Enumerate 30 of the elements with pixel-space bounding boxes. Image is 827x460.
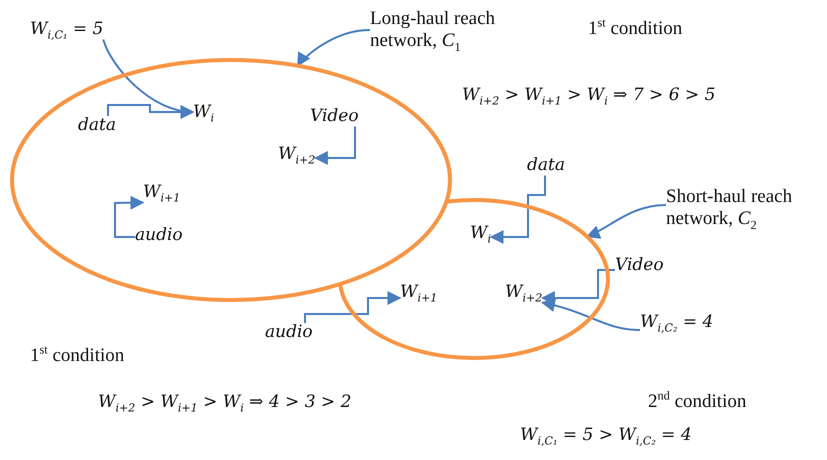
arrow [586,204,666,238]
weight-label: W$_{i+2}$ [505,283,542,303]
weight-label: W$_{i+1}$ [143,183,180,203]
condition-heading: 1$^{st}$ condition [30,345,124,367]
weight-label: W$_{i+1}$ [400,283,438,303]
traffic-label: audio [135,226,183,246]
traffic-label: Video [615,256,664,276]
weight-label: W$_{i,C₁}$ = 5 [30,20,104,40]
network-label: Short-haul reach network, C$_{2}$ [666,186,826,230]
weight-label: W$_{i,C₂}$ = 4 [640,313,714,333]
weight-label: W$_{i}$ [470,224,492,244]
arrow [314,126,356,165]
arrow [540,298,640,331]
condition-heading: 2$^{nd}$ condition [648,391,746,413]
traffic-label: audio [265,323,313,343]
arrow [296,29,370,67]
weight-label: W$_{i}$ [193,103,214,123]
weight-label: W$_{i+2}$ [278,145,316,165]
network-label: Long-haul reach network, C$_{1}$ [370,8,510,52]
traffic-label: Video [310,107,359,127]
arrow [490,176,546,244]
inequality-formula: W$_{i+2}$ > W$_{i+1}$ > W$_{i}$ ⇒ 7 > 6 > 5 [462,86,716,106]
traffic-label: data [78,116,116,136]
arrow [114,196,144,238]
arrow [107,104,194,119]
condition-heading: 1$^{st}$ condition [588,18,682,40]
inequality-formula: W$_{i+2}$ > W$_{i+1}$ > W$_{i}$ ⇒ 4 > 3 > 2 [98,393,352,413]
arrow [304,291,402,323]
inequality-formula: W$_{i,C₁}$ = 5 > W$_{i,C₂}$ = 4 [520,426,692,446]
traffic-label: data [527,156,565,176]
